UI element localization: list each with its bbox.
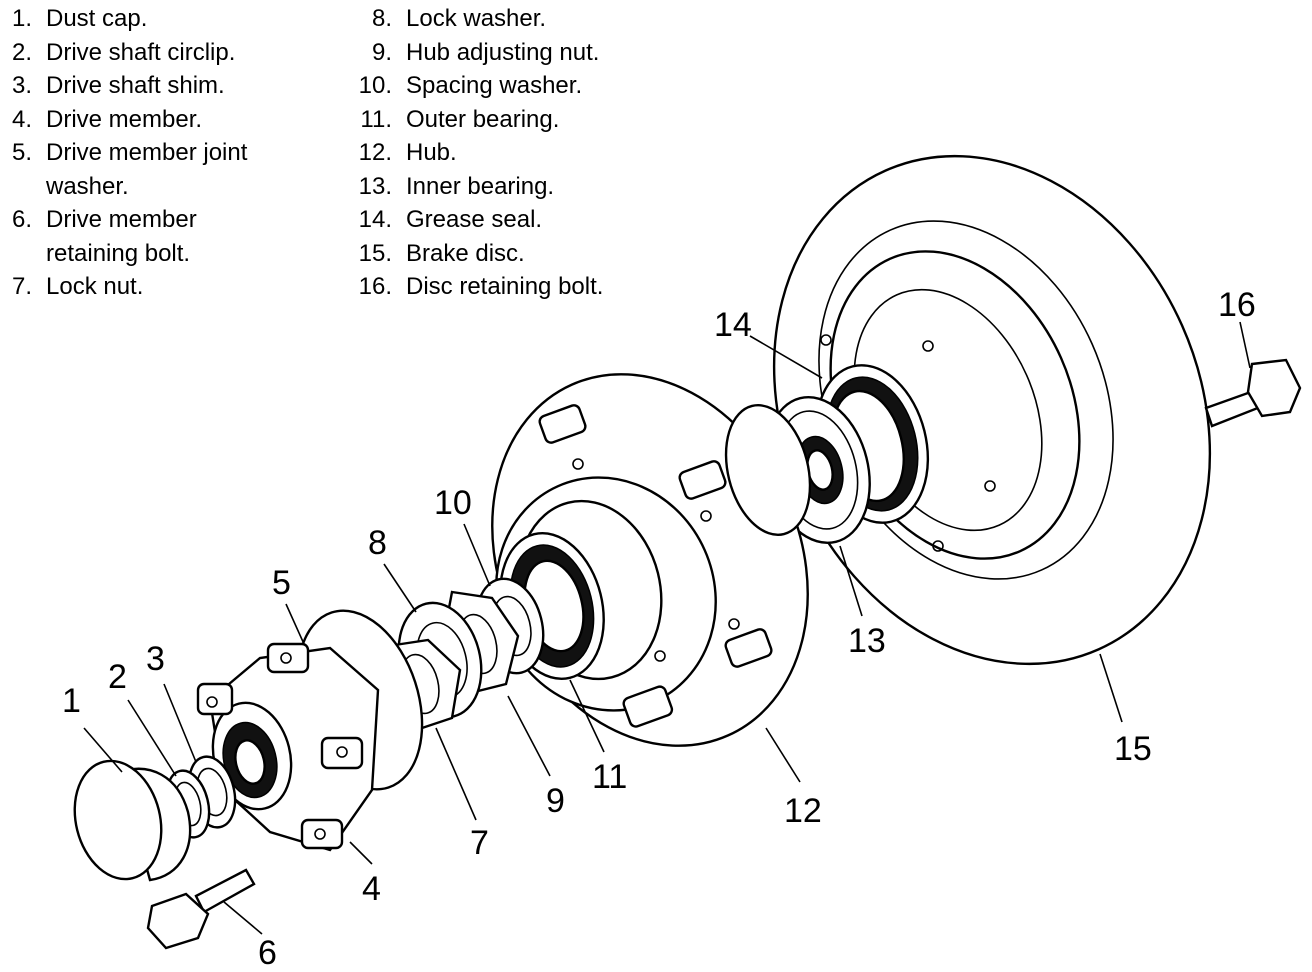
- legend-item-9: 9.Hub adjusting nut.: [371, 38, 600, 66]
- legend-item-1: 1.Dust cap.: [11, 5, 148, 32]
- callout-7: 7: [470, 824, 489, 862]
- legend-item-8: 8.Lock washer.: [371, 5, 547, 32]
- callout-16: 16: [1218, 286, 1256, 324]
- callout-4: 4: [362, 870, 381, 908]
- callout-10: 10: [434, 484, 472, 522]
- leader-line-8: [383, 563, 417, 613]
- leader-line-9: [507, 695, 551, 777]
- callout-3: 3: [146, 640, 165, 678]
- leader-line-3: [163, 683, 197, 763]
- callout-6: 6: [258, 934, 277, 972]
- callout-11: 11: [592, 758, 627, 796]
- callout-12: 12: [784, 792, 822, 830]
- legend-item-6: 6.Drive member retaining bolt.: [11, 206, 197, 267]
- legend-item-10: 10.Spacing washer.: [358, 72, 583, 99]
- leader-line-13: [839, 545, 863, 617]
- legend-item-2: 2.Drive shaft circlip.: [11, 38, 236, 66]
- leader-line-1: [83, 727, 123, 773]
- legend-item-3: 3.Drive shaft shim.: [11, 72, 225, 99]
- disc-retaining-bolt: [1204, 358, 1302, 428]
- callout-13: 13: [848, 622, 886, 660]
- parts-legend-left: 1.Dust cap. 2.Drive shaft circlip. 3.Dri…: [4, 2, 334, 304]
- legend-item-16: 16.Disc retaining bolt.: [358, 273, 604, 300]
- leader-line-2: [127, 699, 177, 777]
- leader-line-12: [765, 727, 801, 783]
- callout-14: 14: [714, 306, 752, 344]
- callout-9: 9: [546, 782, 565, 820]
- legend-item-4: 4.Drive member.: [11, 105, 203, 133]
- legend-item-11: 11.Outer bearing.: [360, 105, 560, 133]
- legend-item-14: 14.Grease seal.: [358, 206, 543, 233]
- callout-2: 2: [108, 658, 127, 696]
- dust-cap: [73, 759, 192, 882]
- callout-5: 5: [272, 564, 291, 602]
- legend-item-5: 5.Drive member joint washer.: [11, 139, 248, 200]
- leader-line-4: [349, 841, 373, 865]
- legend-item-12: 12.Hub.: [358, 139, 457, 166]
- leader-line-7: [435, 727, 477, 821]
- leader-line-14: [749, 335, 823, 379]
- drive-member-retaining-bolt: [146, 868, 256, 950]
- legend-item-13: 13.Inner bearing.: [358, 172, 555, 200]
- leader-line-5: [285, 603, 305, 645]
- leader-line-11: [569, 679, 605, 753]
- legend-item-7: 7.Lock nut.: [11, 273, 144, 300]
- legend-item-15: 15.Brake disc.: [358, 239, 525, 267]
- leader-lines: [83, 321, 1251, 935]
- leader-line-10: [463, 523, 491, 587]
- callout-15: 15: [1114, 730, 1152, 768]
- parts-legend-right: 8.Lock washer. 9.Hub adjusting nut. 10.S…: [348, 2, 678, 304]
- callout-1: 1: [62, 682, 81, 720]
- leader-line-6: [223, 901, 263, 935]
- leader-line-16: [1239, 321, 1251, 369]
- leader-line-15: [1099, 653, 1123, 723]
- callout-8: 8: [368, 524, 387, 562]
